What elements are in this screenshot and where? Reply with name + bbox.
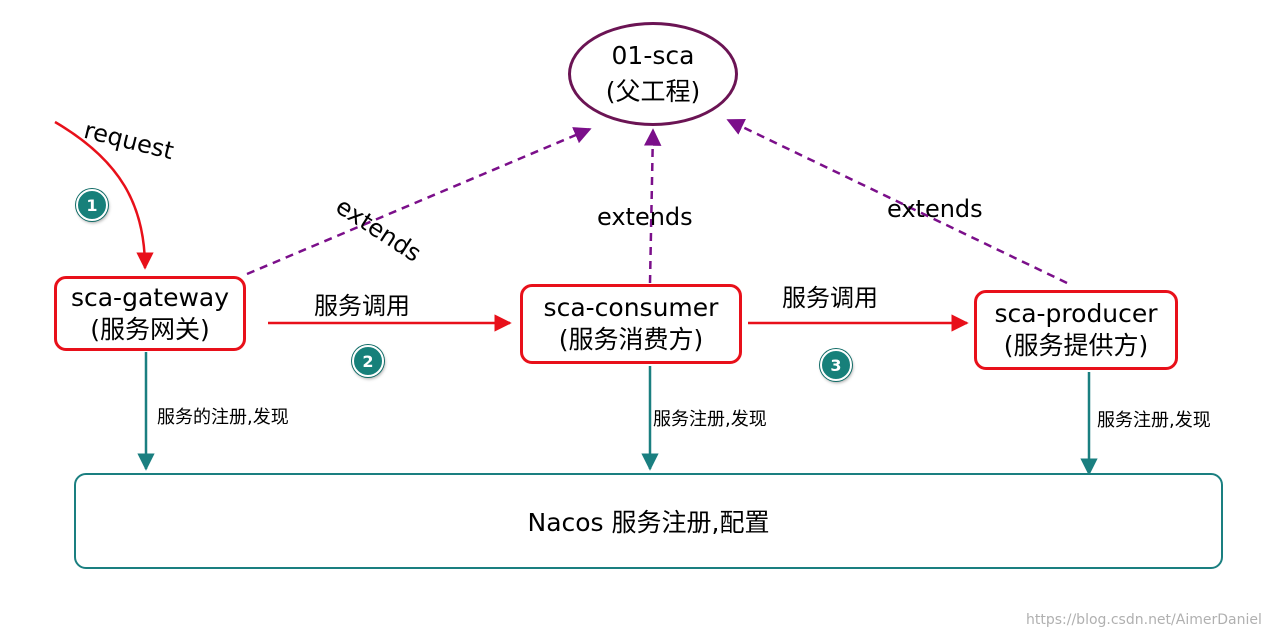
nacos-registry-node: Nacos 服务注册,配置 [74, 473, 1223, 569]
parent-project-subtitle: (父工程) [605, 77, 701, 106]
extends-arrow-gateway [246, 127, 592, 276]
registry-label-producer: 服务注册,发现 [1097, 410, 1211, 431]
extends-arrow-producer [726, 118, 1068, 285]
watermark: https://blog.csdn.net/AimerDaniel [1026, 612, 1262, 628]
producer-node: sca-producer (服务提供方) [974, 290, 1178, 370]
consumer-name: sca-consumer [543, 293, 719, 322]
gateway-subtitle: (服务网关) [90, 314, 210, 344]
producer-name: sca-producer [994, 299, 1158, 328]
request-arrow [54, 120, 154, 270]
extends-arrow-consumer [643, 128, 662, 284]
parent-project-node: 01-sca (父工程) [568, 22, 738, 126]
nacos-label: Nacos 服务注册,配置 [527, 508, 770, 537]
extends-label-producer: extends [887, 195, 983, 223]
registry-label-gateway: 服务的注册,发现 [157, 407, 289, 428]
producer-subtitle: (服务提供方) [1003, 331, 1149, 360]
consumer-node: sca-consumer (服务消费方) [520, 284, 742, 364]
call-label-gateway-consumer: 服务调用 [314, 292, 410, 320]
step-badge-1: 1 [76, 189, 108, 221]
registry-label-consumer: 服务注册,发现 [653, 409, 767, 430]
extends-label-consumer: extends [597, 203, 693, 231]
gateway-name: sca-gateway [70, 282, 230, 312]
call-label-consumer-producer: 服务调用 [782, 284, 878, 312]
consumer-subtitle: (服务消费方) [558, 325, 704, 354]
gateway-node: sca-gateway (服务网关) [54, 276, 246, 351]
parent-project-name: 01-sca [611, 41, 695, 70]
step-badge-2: 2 [352, 345, 384, 377]
step-badge-3: 3 [820, 349, 852, 381]
